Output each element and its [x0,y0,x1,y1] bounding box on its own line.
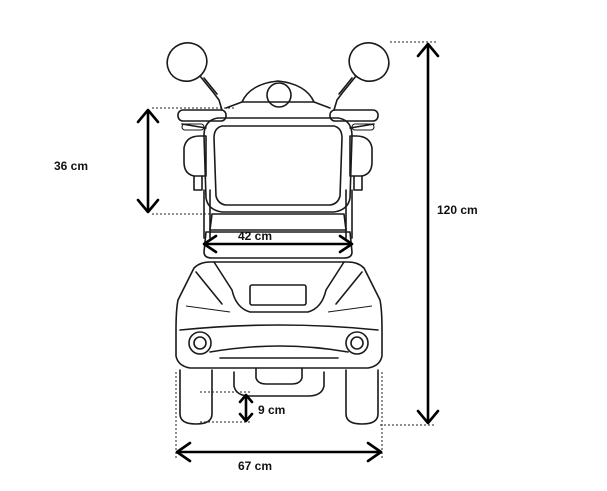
seat-back-height-arrow [136,108,160,214]
handlebars [177,109,379,131]
scooter-drawing [166,42,390,425]
right-wheel [345,369,379,425]
right-mirror [333,42,390,111]
seat-width-label: 42 cm [238,229,272,243]
left-wheel [179,369,213,425]
seat-back-height-label: 36 cm [54,159,88,173]
seat-back [203,117,353,213]
steering-column [225,80,331,109]
seat-width-arrow [202,234,354,254]
total-height-arrow [416,42,440,425]
total-width-label: 67 cm [238,459,272,473]
left-headlight [188,331,212,355]
seat-cushion [203,213,353,259]
ground-clearance-label: 9 cm [258,403,285,417]
left-mirror [166,42,223,111]
extension-lines [152,41,436,460]
right-headlight [345,331,369,355]
ground-clearance-arrow [238,393,254,423]
total-height-label: 120 cm [437,203,478,217]
undercarriage [233,367,325,397]
license-plate [249,284,307,306]
front-body [175,261,383,369]
total-width-arrow [175,441,383,463]
